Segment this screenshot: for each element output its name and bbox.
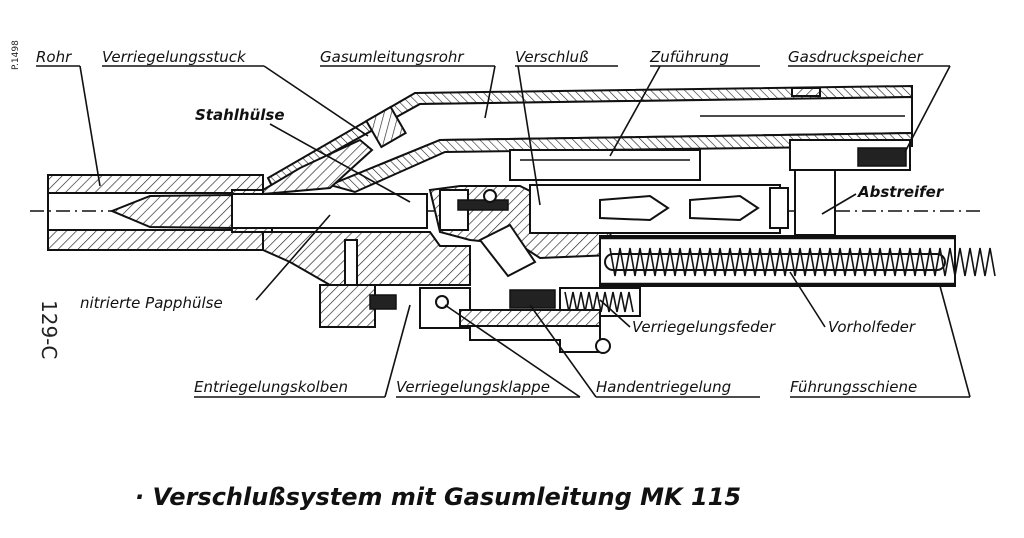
breech-block — [428, 185, 614, 278]
label-gasdruckspeicher: Gasdruckspeicher — [788, 48, 923, 66]
label-verriegelungsstuck: Verriegelungsstuck — [102, 48, 247, 66]
diagram-caption: · Verschlußsystem mit Gasumleitung MK 11… — [135, 483, 741, 511]
feed-mechanism — [509, 149, 789, 234]
label-fuehrungsschiene: Führungsschiene — [790, 378, 917, 396]
label-verriegelungsklappe: Verriegelungsklappe — [396, 378, 550, 396]
gas-pressure-reservoir — [789, 87, 911, 171]
label-rohr: Rohr — [36, 48, 72, 66]
steel-case — [231, 189, 428, 233]
label-verriegelungsfeder: Verriegelungsfeder — [632, 318, 776, 336]
unlocking-piston — [319, 239, 397, 328]
label-verschluss: Verschluß — [515, 48, 588, 66]
leader-lines — [79, 65, 971, 398]
label-stahlhuelse: Stahlhülse — [195, 106, 285, 124]
label-nitrierte-papphuelse: nitrierte Papphülse — [80, 294, 223, 312]
label-zufuehrung: Zuführung — [649, 48, 729, 66]
label-gasumleitungsrohr: Gasumleitungsrohr — [320, 48, 464, 66]
reference-number: P.1498 — [11, 40, 21, 70]
page-code: 129-C — [37, 300, 61, 359]
label-vorholfeder: Vorholfeder — [828, 318, 916, 336]
label-abstreifer: Abstreifer — [857, 183, 945, 201]
label-underlines — [36, 65, 970, 398]
locking-piece — [262, 105, 471, 286]
label-entriegelungskolben: Entriegelungskolben — [194, 378, 348, 396]
recoil-spring — [604, 247, 996, 277]
label-handentriegelung: Handentriegelung — [596, 378, 731, 396]
stripper — [794, 169, 836, 236]
manual-release — [469, 289, 611, 354]
